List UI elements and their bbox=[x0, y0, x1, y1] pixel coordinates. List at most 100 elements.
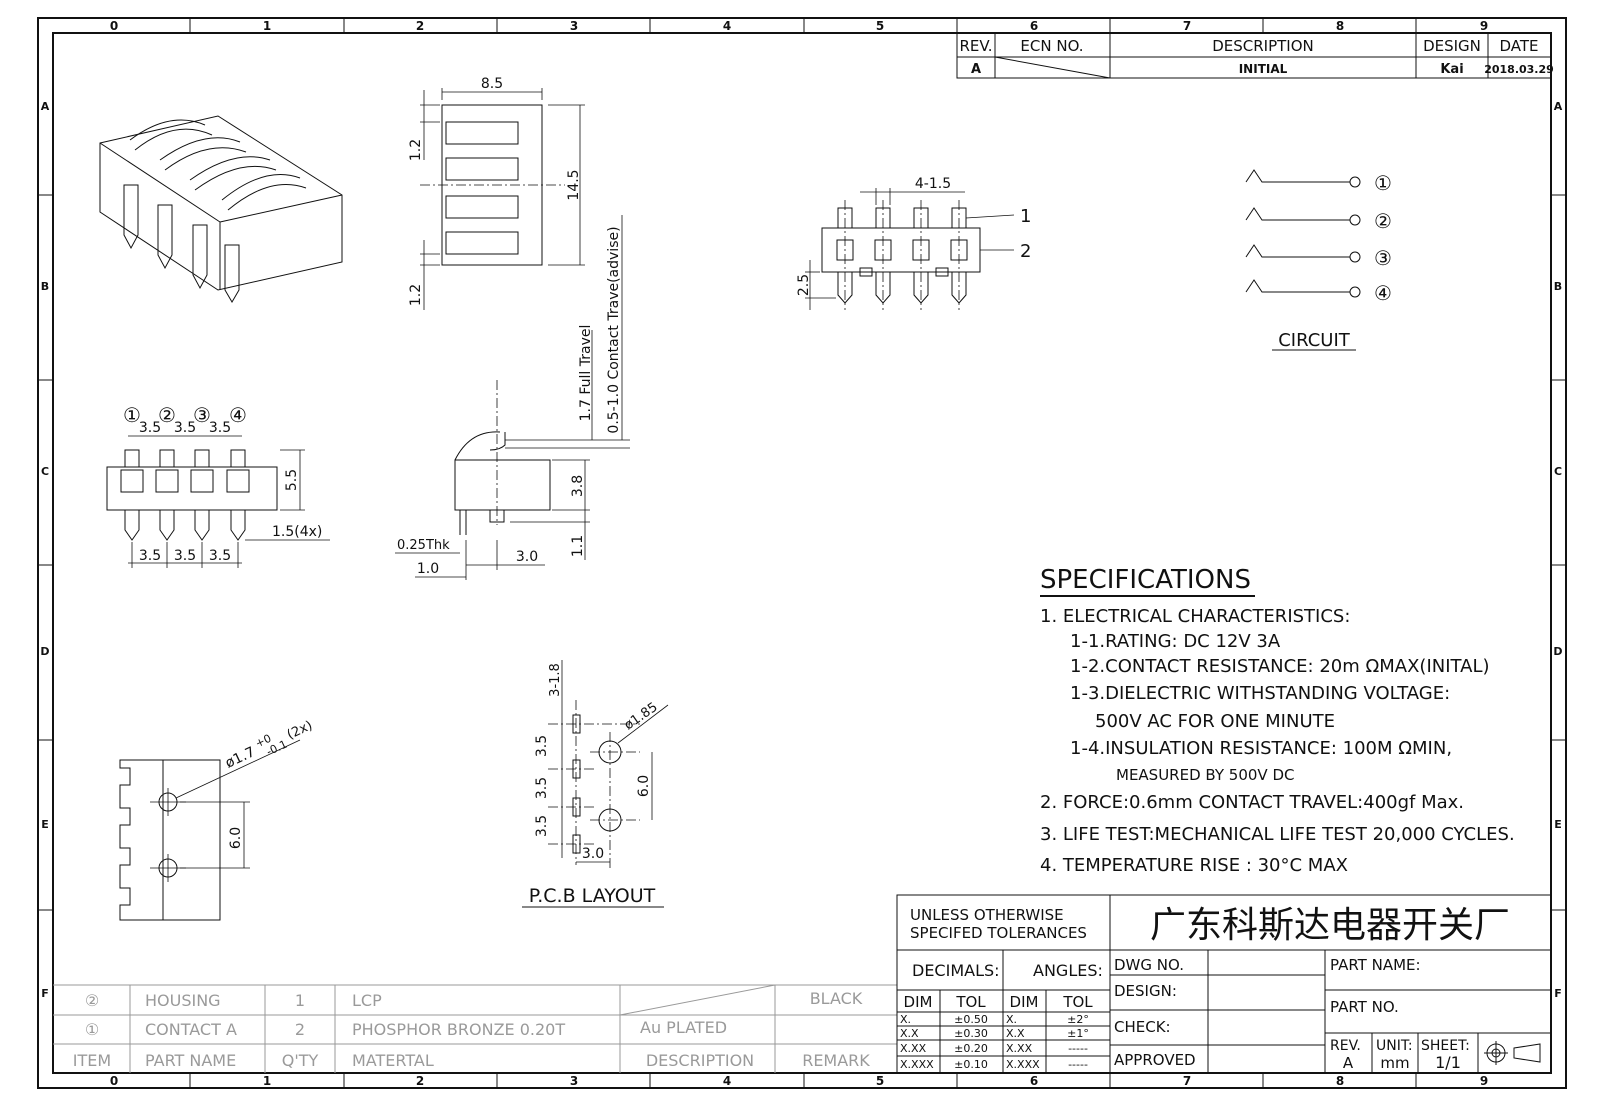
side-dim-b: 3.0 bbox=[516, 549, 538, 565]
spec-line-1: 1. ELECTRICAL CHARACTERISTICS: bbox=[1040, 606, 1350, 627]
bottom-pin-width: 1.5(4x) bbox=[272, 524, 322, 540]
dwg-no-label: DWG NO. bbox=[1114, 956, 1184, 974]
ang-dim-header: DIM bbox=[1010, 993, 1039, 1011]
bottom-pitch: 3.5 bbox=[174, 548, 196, 564]
ang-tol-cell: ----- bbox=[1068, 1042, 1088, 1055]
peg-view: ø1.7 +0 -0.1 (2x) 6.0 bbox=[119, 712, 317, 921]
circuit-pin-4: ④ bbox=[1374, 281, 1392, 305]
frame-row-label-left: A bbox=[41, 100, 50, 113]
frame-col-label-bottom: 7 bbox=[1183, 1074, 1191, 1088]
side-body-height: 3.8 bbox=[570, 475, 586, 497]
design-label: DESIGN: bbox=[1114, 982, 1177, 1000]
spec-line-10: 4. TEMPERATURE RISE : 30°C MAX bbox=[1040, 855, 1348, 876]
frame-col-label-bottom: 5 bbox=[876, 1074, 884, 1088]
dec-tol-cell: ±0.10 bbox=[954, 1058, 988, 1071]
bom-item: ① bbox=[85, 1020, 99, 1039]
ang-tol-cell: ±2° bbox=[1067, 1013, 1089, 1026]
bottom-pitch: 3.5 bbox=[209, 548, 231, 564]
pcb-pitch-1: 3.5 bbox=[534, 735, 550, 757]
dec-dim-cell: X. bbox=[900, 1013, 911, 1026]
unit-value: mm bbox=[1380, 1054, 1409, 1072]
spec-title: SPECIFICATIONS bbox=[1040, 565, 1251, 595]
bom-header-part-name: PART NAME bbox=[145, 1051, 236, 1070]
peg-hole-count: (2x) bbox=[285, 718, 315, 743]
approved-label: APPROVED bbox=[1114, 1051, 1196, 1069]
side-pin-length: 1.1 bbox=[570, 535, 586, 557]
part-no-label: PART NO. bbox=[1330, 998, 1399, 1016]
tolerance-note-1: UNLESS OTHERWISE bbox=[910, 906, 1064, 924]
bom-header-item: ITEM bbox=[73, 1051, 111, 1070]
spec-line-6: 1-4.INSULATION RESISTANCE: 100M ΩMIN, bbox=[1070, 738, 1452, 759]
side-thickness: 0.25Thk bbox=[397, 538, 450, 553]
top-pitch-top-dim: 1.2 bbox=[408, 139, 424, 161]
bom-part-name: HOUSING bbox=[145, 991, 221, 1010]
bom-description: Au PLATED bbox=[640, 1018, 727, 1037]
frame-row-label-left: E bbox=[41, 818, 49, 831]
angles-label: ANGLES: bbox=[1033, 961, 1103, 980]
spec-line-5: 500V AC FOR ONE MINUTE bbox=[1095, 711, 1335, 732]
full-travel-dim: 1.7 Full Travel bbox=[578, 325, 594, 422]
bottom-pin-label: ② bbox=[158, 403, 176, 427]
front-view: 4-1.5 1 2 2.5 bbox=[796, 176, 1031, 310]
isometric-view bbox=[99, 115, 343, 303]
front-pitch-dim: 4-1.5 bbox=[915, 176, 951, 192]
frame-col-label-bottom: 6 bbox=[1030, 1074, 1038, 1088]
frame-col-label-top: 5 bbox=[876, 19, 884, 33]
frame-row-label-right: F bbox=[1554, 987, 1562, 1000]
unit-label: UNIT: bbox=[1376, 1038, 1413, 1054]
bottom-pin-label: ③ bbox=[193, 403, 211, 427]
bottom-pin-label: ④ bbox=[229, 403, 247, 427]
rev-value: A bbox=[971, 62, 981, 77]
description-header: DESCRIPTION bbox=[1212, 37, 1314, 55]
ang-tol-cell: ----- bbox=[1068, 1058, 1088, 1071]
frame-col-label-bottom: 2 bbox=[416, 1074, 424, 1088]
bottom-top-pitch: 3.5 bbox=[209, 420, 231, 436]
circuit-pin-2: ② bbox=[1374, 209, 1392, 233]
ang-tol-header: TOL bbox=[1062, 993, 1093, 1011]
frame-col-label-bottom: 3 bbox=[570, 1074, 578, 1088]
dec-dim-cell: X.XX bbox=[900, 1042, 927, 1055]
date-header: DATE bbox=[1499, 37, 1538, 55]
ang-dim-cell: X.XXX bbox=[1006, 1058, 1040, 1071]
pcb-layout: 3-1.8 3.5 3.5 3.5 ø1.85 6.0 3.0 P.C.B LA… bbox=[522, 660, 669, 908]
pcb-hole-dim: ø1.85 bbox=[622, 700, 661, 733]
peg-spacing-dim: 6.0 bbox=[228, 827, 244, 849]
dec-tol-cell: ±0.30 bbox=[954, 1027, 988, 1040]
frame-row-label-right: C bbox=[1554, 465, 1562, 478]
dec-dim-cell: X.XXX bbox=[900, 1058, 934, 1071]
dec-tol-cell: ±0.20 bbox=[954, 1042, 988, 1055]
circuit-diagram: ① ② ③ ④ CIRCUIT bbox=[1245, 169, 1392, 351]
decimals-label: DECIMALS: bbox=[912, 961, 1000, 980]
frame-col-label-bottom: 1 bbox=[263, 1074, 271, 1088]
circuit-pin-1: ① bbox=[1374, 171, 1392, 195]
frame-col-label-top: 6 bbox=[1030, 19, 1038, 33]
bom-qty: 2 bbox=[295, 1020, 305, 1039]
bom-header-qty: Q'TY bbox=[282, 1051, 319, 1070]
specifications: SPECIFICATIONS 1. ELECTRICAL CHARACTERIS… bbox=[1040, 565, 1515, 876]
peg-hole-tol-upper: +0 bbox=[253, 732, 273, 751]
dec-tol-header: TOL bbox=[955, 993, 986, 1011]
front-callout-1: 1 bbox=[1020, 206, 1031, 227]
frame-row-label-left: B bbox=[41, 280, 49, 293]
frame-col-label-bottom: 9 bbox=[1480, 1074, 1488, 1088]
date-value: 2018.03.29 bbox=[1484, 63, 1554, 76]
frame-row-label-left: D bbox=[40, 645, 49, 658]
side-dim-a: 1.0 bbox=[417, 561, 439, 577]
pcb-pitch-3: 3.5 bbox=[534, 815, 550, 837]
ecn-header: ECN NO. bbox=[1020, 37, 1083, 55]
pcb-slot-dim: 3-1.8 bbox=[548, 663, 563, 697]
pcb-title: P.C.B LAYOUT bbox=[529, 885, 656, 907]
frame-row-label-left: F bbox=[41, 987, 49, 1000]
bom-material: LCP bbox=[352, 991, 382, 1010]
frame-col-label-top: 1 bbox=[263, 19, 271, 33]
pcb-offset: 3.0 bbox=[582, 846, 604, 862]
frame-col-label-top: 9 bbox=[1480, 19, 1488, 33]
frame-col-label-bottom: 4 bbox=[723, 1074, 731, 1088]
spec-line-8: 2. FORCE:0.6mm CONTACT TRAVEL:400gf Max. bbox=[1040, 792, 1464, 813]
design-value: Kai bbox=[1440, 62, 1463, 77]
rev-value: A bbox=[1343, 1054, 1354, 1072]
svg-text:ø1.7 +0 -0.1: ø1.7 +0 -0.1 (2x) bbox=[220, 712, 317, 777]
